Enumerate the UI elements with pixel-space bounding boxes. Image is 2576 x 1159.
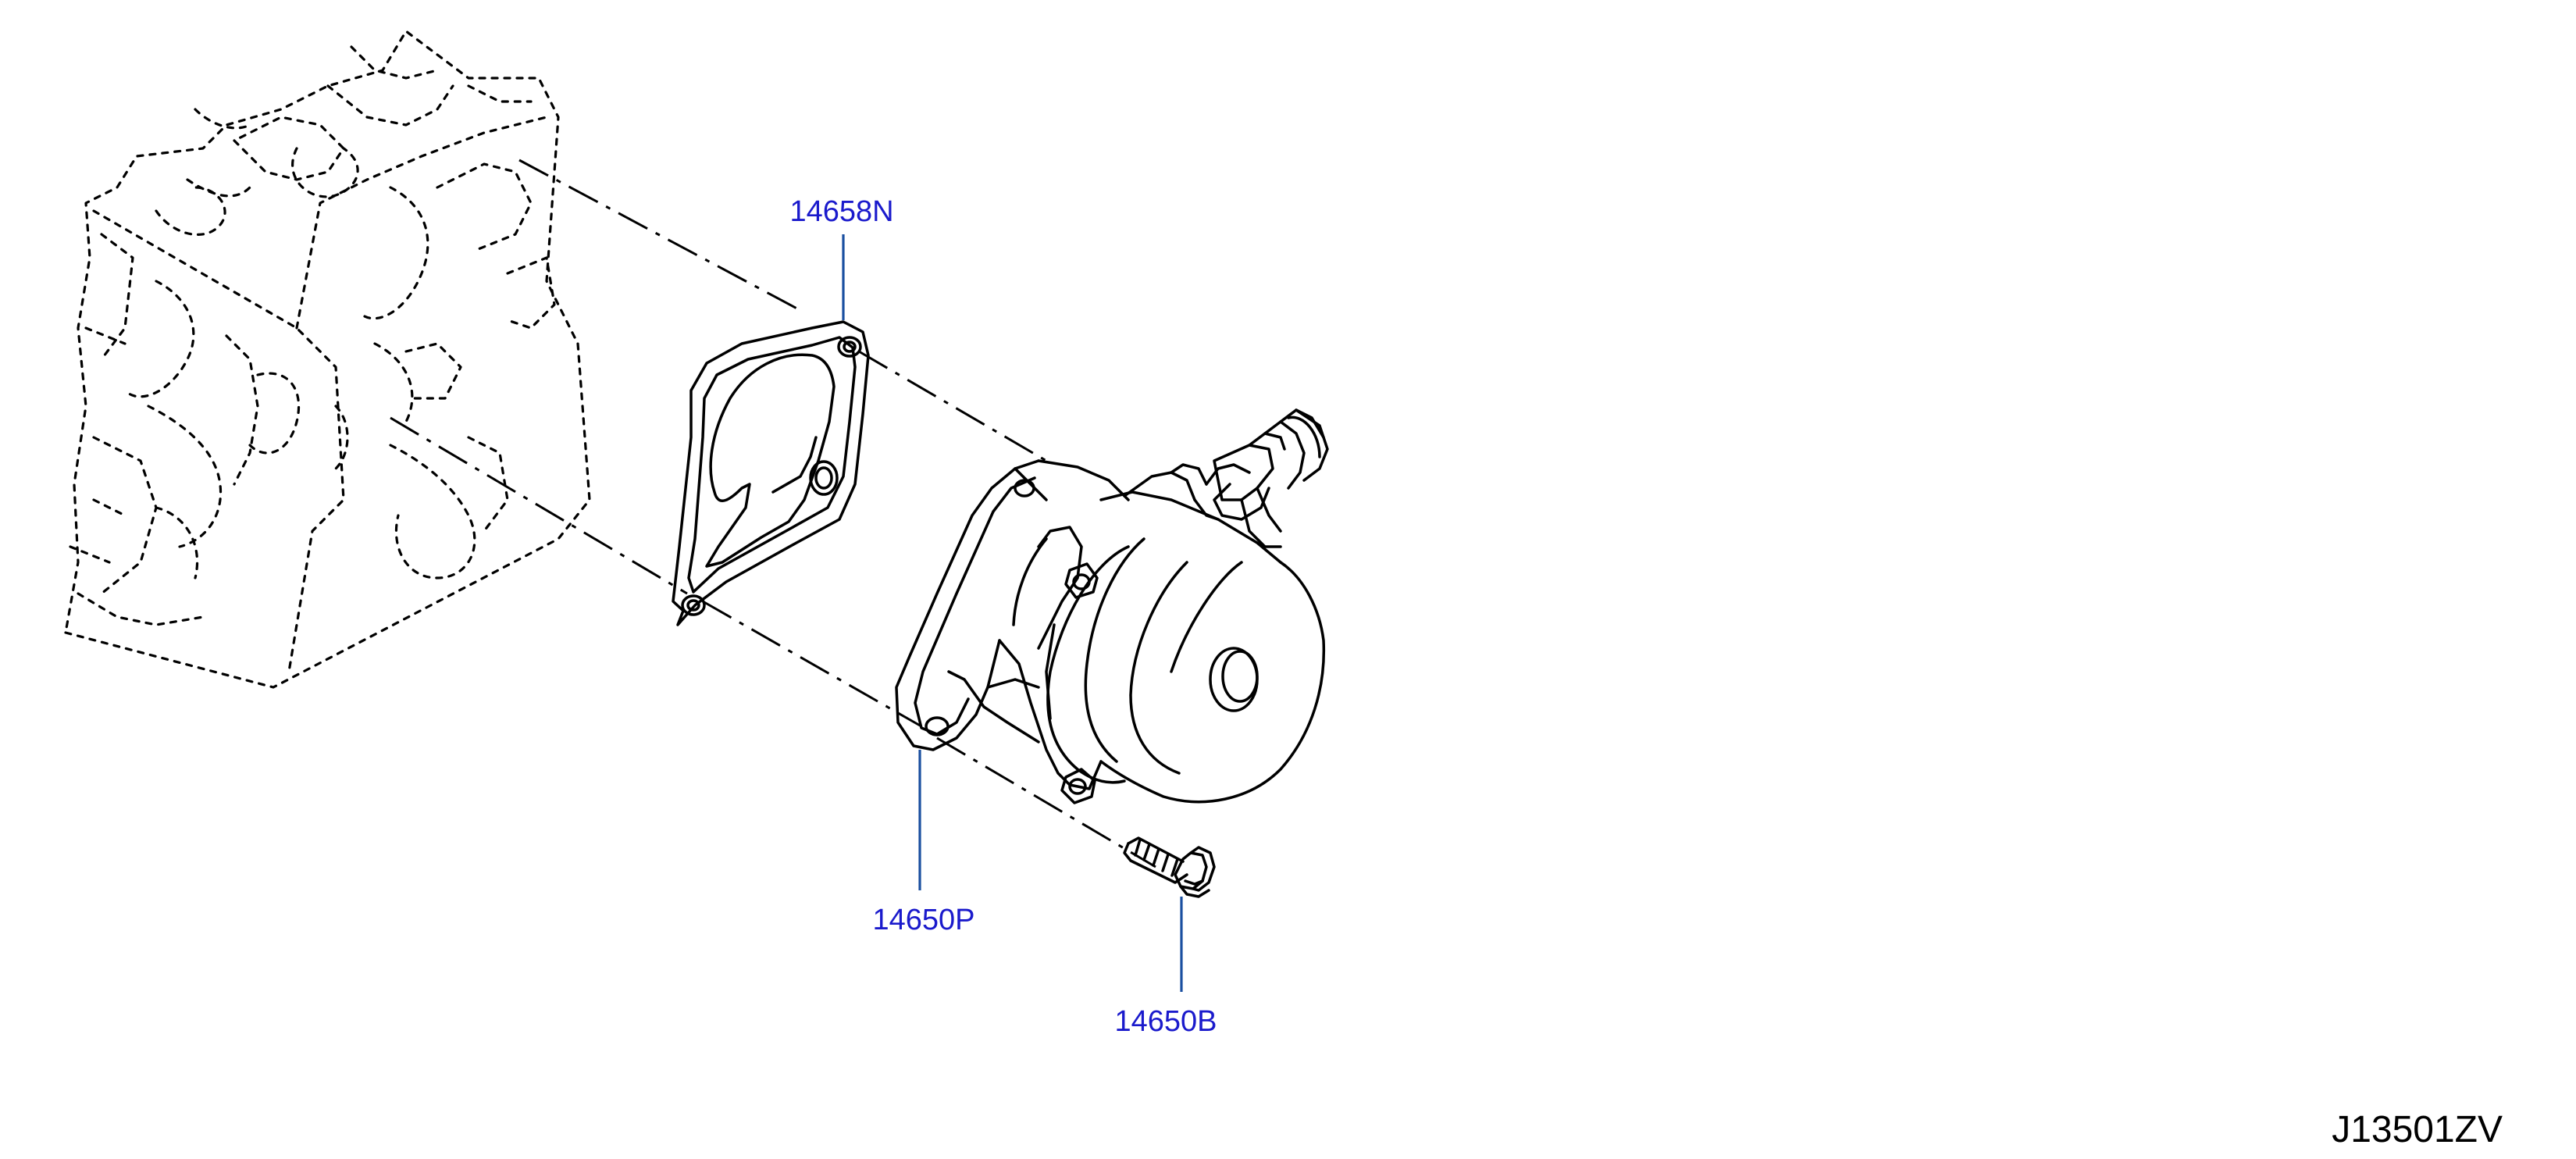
part-label-14650P[interactable]: 14650P [872, 904, 974, 936]
gasket-14658N [672, 320, 870, 626]
callout-leaders [842, 234, 1183, 992]
vacuum-pump-14650P [895, 408, 1329, 804]
part-label-14650B[interactable]: 14650B [1114, 1005, 1217, 1038]
bolt-14650B [1123, 836, 1216, 898]
diagram-code: J13501ZV [2332, 1109, 2503, 1150]
alignment-centerlines [390, 159, 1156, 868]
engine-block-phantom [64, 30, 591, 689]
part-label-14658N[interactable]: 14658N [789, 195, 893, 228]
